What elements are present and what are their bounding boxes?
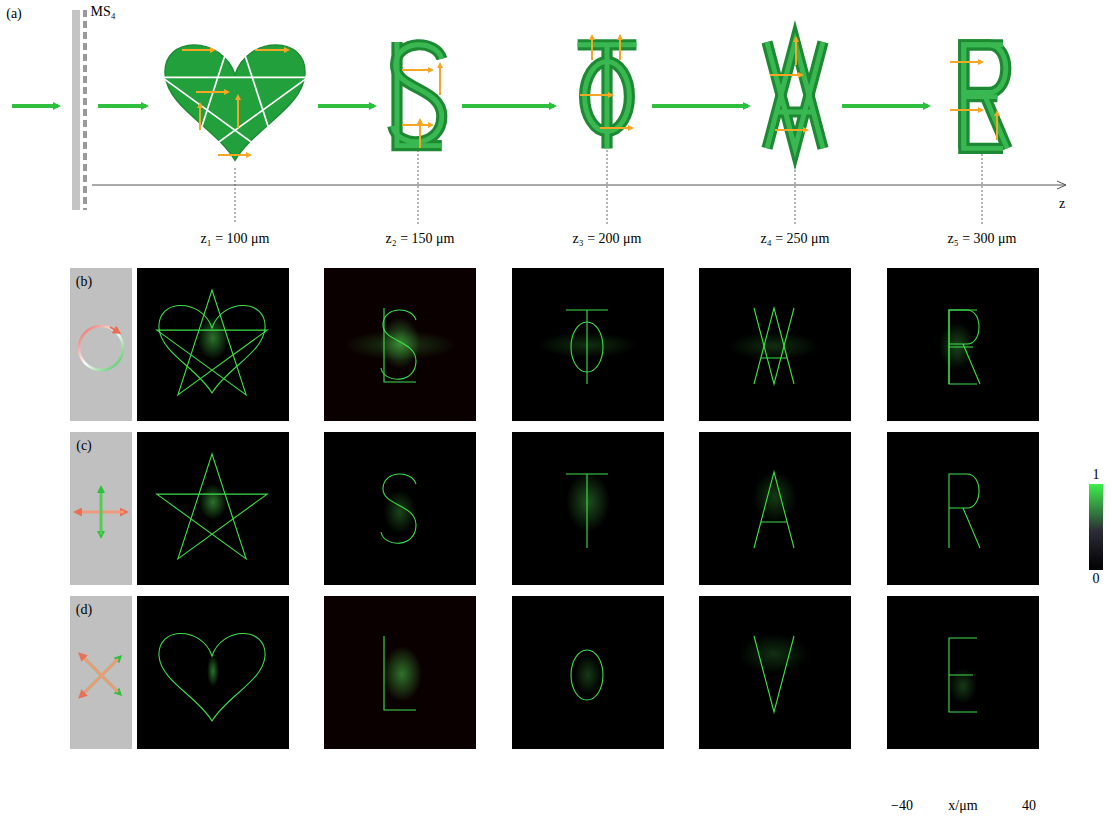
plane-distance: z₂ = 150 μm [386,231,455,248]
plane-distance: z₅ = 300 μm [948,231,1017,248]
plane-distance: z₁ = 100 μm [201,231,270,248]
axis-label: x/μm [948,798,977,815]
panel-label: (c) [76,438,92,455]
colorbar-tick: 0 [1093,571,1100,588]
plane-distance: z₃ = 200 μm [573,231,642,248]
panel-label: (d) [76,602,92,619]
colorbar-tick: 1 [1093,467,1100,484]
axis-label: z [1059,196,1065,213]
axis-tick: 40 [1022,798,1036,815]
panel-label: (a) [6,6,22,23]
metasurface-label: MS₄ [90,4,115,21]
axis-tick: −40 [891,798,913,815]
panel-label: (b) [76,274,92,291]
plane-distance: z₄ = 250 μm [761,231,830,248]
